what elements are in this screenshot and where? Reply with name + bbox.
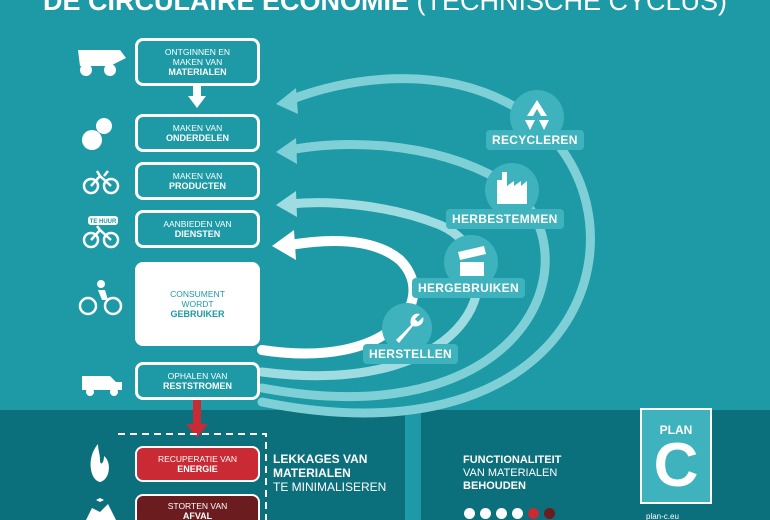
box-badge — [444, 235, 498, 289]
bicycle-icon — [82, 170, 120, 195]
title-sub: (TECHNISCHE CYCLUS) — [416, 0, 728, 16]
step-consumer-line2: WORDT — [181, 299, 214, 309]
step-parts-line2: ONDERDELEN — [165, 133, 229, 143]
leakage-line2: MATERIALEN — [273, 466, 351, 480]
plan-c-footer: plan-c.eu — [646, 512, 679, 520]
step-services-line2: DIENSTEN — [174, 229, 221, 239]
garbage-truck-icon — [82, 376, 122, 396]
functionality-line3: BEHOUDEN — [463, 480, 526, 492]
step-services: AANBIEDEN VAN DIENSTEN — [135, 210, 260, 248]
landfill-icon — [86, 498, 116, 520]
step-collect-line2: RESTSTROMEN — [162, 381, 232, 391]
step-materials: ONTGINNEN EN MAKEN VAN MATERIALEN — [135, 38, 260, 86]
plan-c-logo: PLAN C — [640, 408, 712, 504]
priority-dot-1 — [464, 508, 475, 519]
gears-icon — [82, 118, 112, 150]
step-consumer-line3: GEBRUIKER — [170, 309, 225, 319]
cyclist-icon — [78, 280, 123, 316]
recycle-loop — [257, 74, 595, 418]
step-collect-line1: OPHALEN VAN — [167, 371, 228, 381]
priority-dot-4 — [512, 508, 523, 519]
plan-c-line1: PLAN — [659, 423, 693, 437]
step-energy-line2: ENERGIE — [177, 464, 218, 474]
label-herbestemmen: HERBESTEMMEN — [446, 209, 564, 229]
box-icon — [458, 246, 486, 276]
step-materials-line3: MATERIALEN — [168, 67, 227, 77]
flow-arrow-1-head — [188, 96, 206, 108]
rental-tag: TE HUUR — [90, 219, 117, 225]
step-products: MAKEN VAN PRODUCTEN — [135, 162, 260, 200]
step-products-line2: PRODUCTEN — [168, 181, 226, 191]
flame-icon — [90, 444, 109, 482]
priority-dot-3 — [496, 508, 507, 519]
priority-dots — [464, 508, 555, 519]
step-services-line1: AANBIEDEN VAN — [163, 219, 232, 229]
step-materials-line2: MAKEN VAN — [172, 57, 223, 67]
leak-arrow — [193, 400, 201, 426]
leakage-dashed-box — [118, 433, 267, 520]
priority-dot-2 — [480, 508, 491, 519]
step-energy: RECUPERATIE VAN ENERGIE — [135, 446, 260, 482]
step-landfill: STORTEN VAN AFVAL — [135, 494, 260, 520]
priority-dot-5 — [528, 508, 539, 519]
rental-bicycle-icon: TE HUUR — [82, 216, 120, 249]
page-title: DE CIRCULAIRE ECONOMIE (TECHNISCHE CYCLU… — [0, 0, 770, 17]
recycle-arrowhead — [276, 88, 298, 114]
herstellen-loop — [257, 235, 419, 359]
step-energy-line1: RECUPERATIE VAN — [157, 454, 238, 464]
label-hergebruiken: HERGEBRUIKEN — [412, 278, 525, 298]
band-divider — [405, 410, 421, 520]
step-consumer-line1: CONSUMENT — [170, 289, 225, 299]
flow-arrow-1 — [193, 86, 201, 98]
herstellen-arrowhead — [272, 230, 296, 260]
leakage-line3: TE MINIMALISEREN — [273, 480, 387, 494]
factory-badge — [485, 163, 539, 217]
leakage-line1: LEKKAGES VAN — [273, 452, 368, 466]
leakage-text: LEKKAGES VAN MATERIALEN TE MINIMALISEREN — [273, 452, 386, 494]
step-parts: MAKEN VAN ONDERDELEN — [135, 114, 260, 152]
step-materials-line1: ONTGINNEN EN — [164, 47, 231, 57]
label-recycleren: RECYCLEREN — [486, 130, 584, 150]
functionality-line1: FUNCTIONALITEIT — [463, 454, 562, 466]
hergebruiken-arrowhead — [276, 191, 297, 217]
step-landfill-line2: AFVAL — [182, 511, 213, 520]
factory-icon — [497, 172, 527, 204]
leak-arrow-head — [186, 424, 208, 438]
recycle-icon — [525, 100, 549, 130]
step-consumer: CONSUMENT WORDT GEBRUIKER — [135, 262, 260, 346]
priority-dot-6 — [544, 508, 555, 519]
dump-truck-icon — [78, 50, 126, 76]
herbestemmen-arrowhead — [276, 138, 297, 164]
functionality-line2: VAN MATERIALEN — [463, 467, 558, 479]
wrench-badge — [382, 303, 432, 353]
wrench-icon — [396, 313, 424, 343]
step-parts-line1: MAKEN VAN — [172, 123, 223, 133]
step-landfill-line1: STORTEN VAN — [167, 501, 228, 511]
label-herstellen: HERSTELLEN — [363, 344, 459, 364]
title-main: DE CIRCULAIRE ECONOMIE — [42, 0, 409, 16]
functionality-text: FUNCTIONALITEIT VAN MATERIALEN BEHOUDEN — [463, 454, 561, 493]
step-collect: OPHALEN VAN RESTSTROMEN — [135, 362, 260, 400]
step-products-line1: MAKEN VAN — [172, 171, 223, 181]
plan-c-line2: C — [653, 431, 699, 500]
